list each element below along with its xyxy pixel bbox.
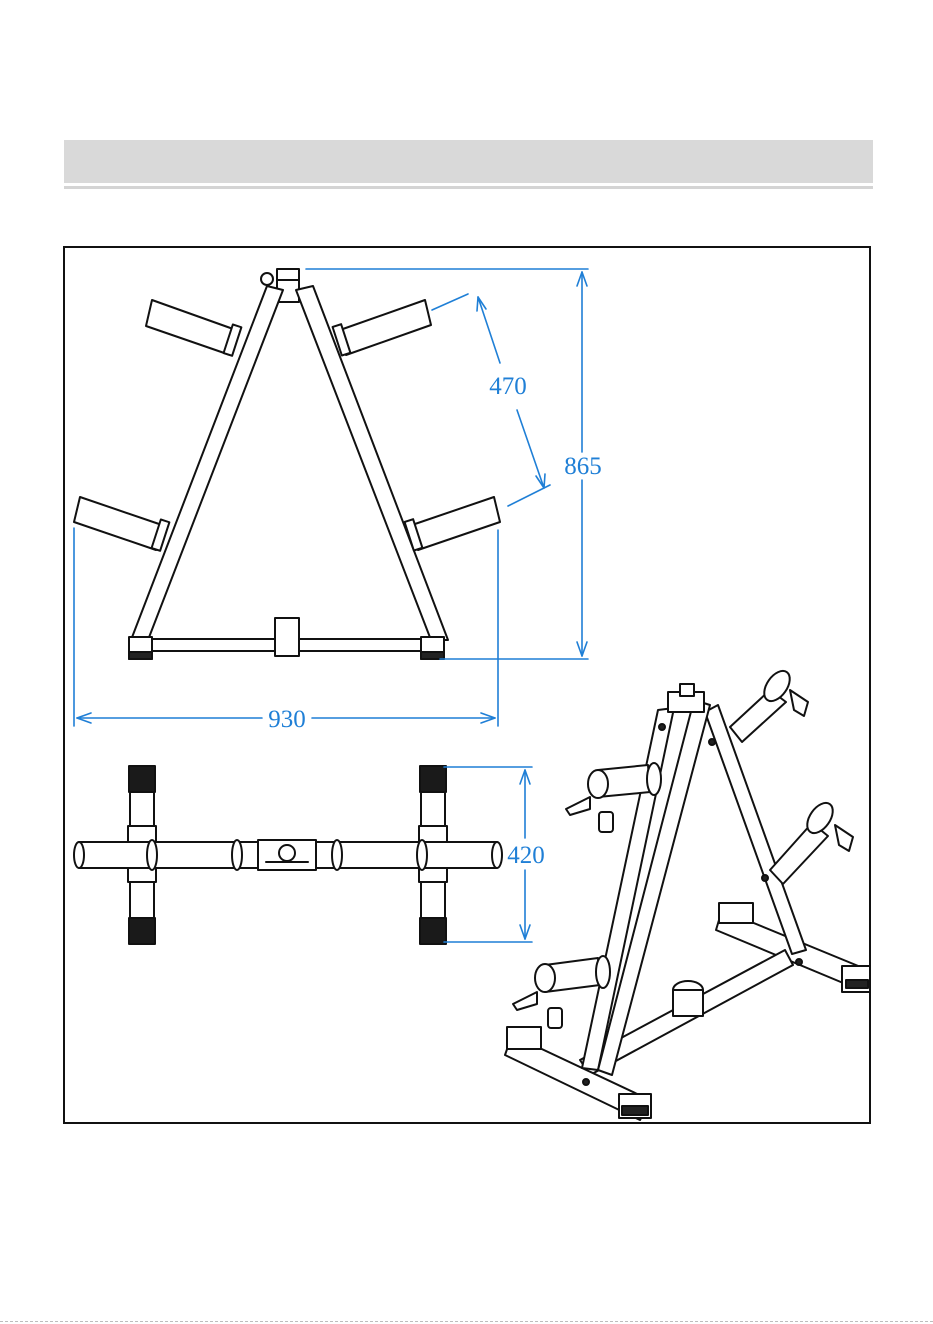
dimension-arm-length: 470 bbox=[489, 373, 527, 400]
front-view bbox=[74, 269, 500, 659]
dimension-height: 865 bbox=[564, 453, 602, 480]
isometric-view bbox=[505, 666, 870, 1120]
top-view bbox=[74, 766, 502, 944]
dimension-width: 930 bbox=[268, 706, 306, 733]
page-bottom-rule bbox=[0, 1321, 933, 1322]
dimension-depth: 420 bbox=[507, 842, 545, 869]
